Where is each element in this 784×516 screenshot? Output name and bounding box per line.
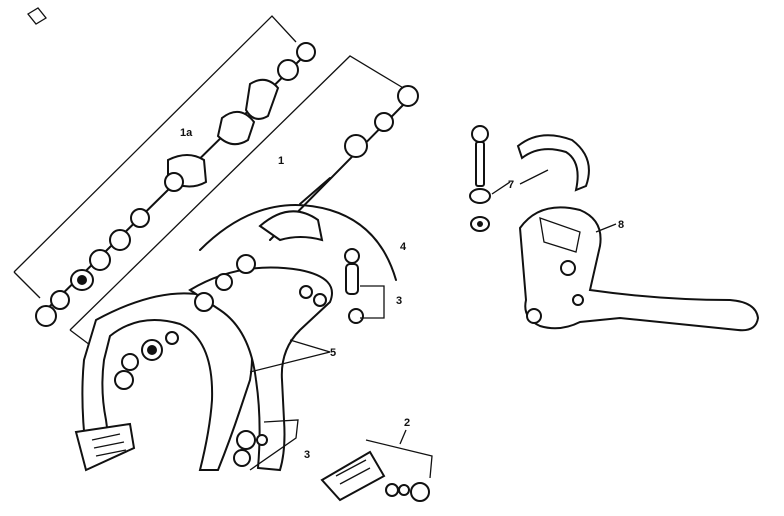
brake-lever	[518, 206, 760, 332]
brake-shoe-left	[74, 422, 136, 472]
brake-shoe-spare	[320, 429, 433, 502]
callout-7: 7	[508, 179, 514, 191]
corner-mark	[27, 7, 47, 25]
callout-2: 2	[404, 417, 410, 429]
handlebar-clamp	[516, 134, 590, 192]
cable-adjuster	[344, 248, 385, 324]
callout-3-upper: 3	[396, 295, 402, 307]
bracket-1a	[13, 15, 297, 299]
lever-bolt	[469, 125, 511, 232]
callout-8: 8	[618, 219, 624, 231]
callout-5: 5	[330, 347, 336, 359]
brake-cable	[199, 204, 397, 281]
callout-4: 4	[400, 241, 407, 253]
leader-5a	[249, 351, 331, 373]
callout-1a: 1a	[180, 127, 193, 139]
brake-shoe-right	[233, 419, 299, 471]
leader-5b	[289, 339, 331, 353]
callout-1: 1	[278, 155, 284, 167]
callout-3-lower: 3	[304, 449, 310, 461]
bolt-stack-upper	[35, 42, 316, 327]
leader-7	[519, 169, 549, 185]
